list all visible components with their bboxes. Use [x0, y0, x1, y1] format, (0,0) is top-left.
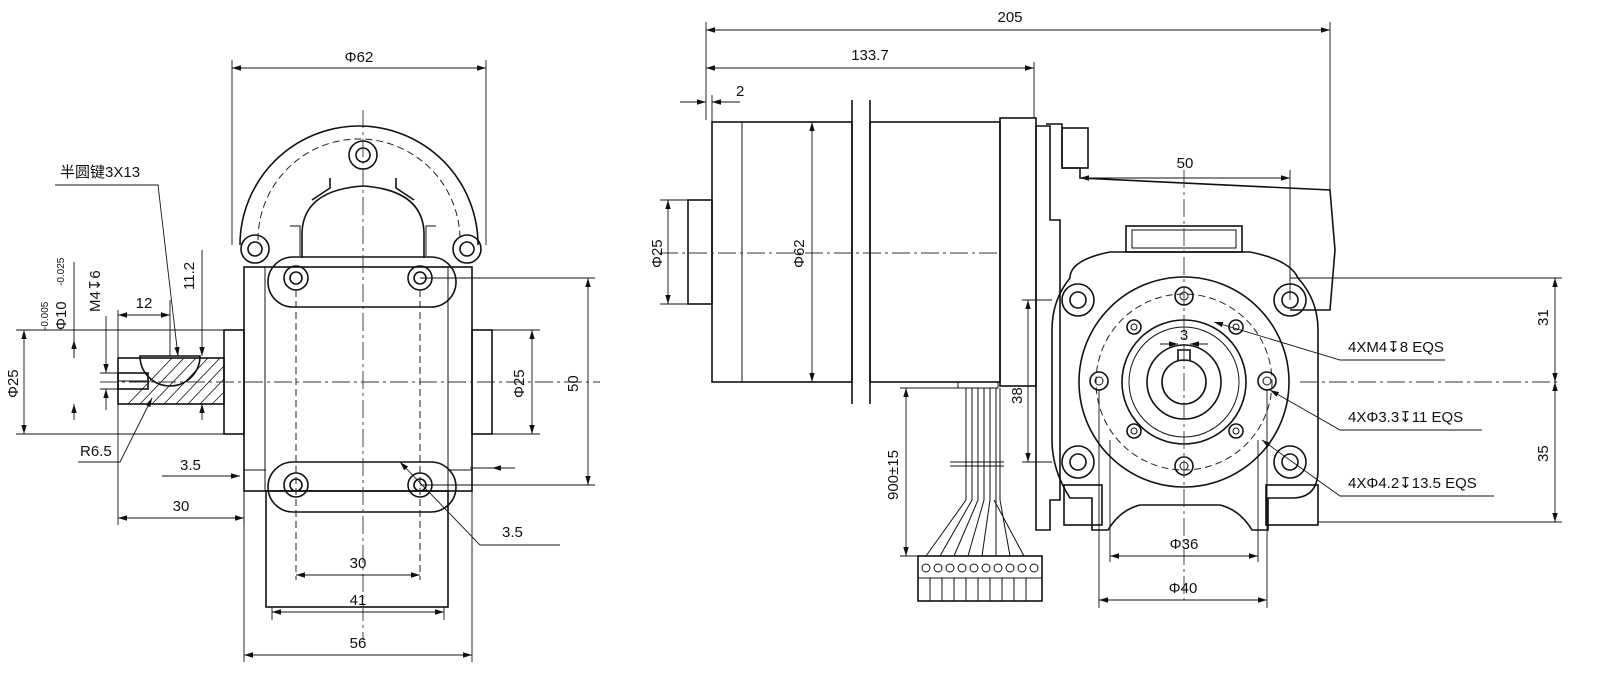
- tol-upper-label: -0.005: [40, 301, 51, 330]
- dim-41: 41: [350, 592, 367, 609]
- dim-50-right: 50: [1177, 155, 1194, 172]
- dim-r6-5: R6.5: [80, 443, 112, 460]
- dim-3-5-b: 3.5: [502, 524, 523, 541]
- dim-11-2: 11.2: [181, 262, 198, 290]
- tol-lower-label: -0.025: [56, 257, 67, 286]
- dim-12: 12: [136, 295, 153, 312]
- dim-38: 38: [1009, 387, 1026, 404]
- dim-50-left: 50: [565, 375, 582, 392]
- dim-30-bottom: 30: [350, 555, 367, 572]
- dim-dia-62-right: Φ62: [791, 239, 808, 268]
- dim-900: 900±15: [885, 450, 902, 500]
- dim-m4: M4↧6: [87, 270, 104, 312]
- callout-3-3: 4XΦ3.3↧11 EQS: [1348, 409, 1463, 426]
- dim-56: 56: [350, 635, 367, 652]
- dim-2: 2: [736, 83, 744, 100]
- dim-dia-40: Φ40: [1169, 580, 1198, 597]
- dim-133-7: 133.7: [851, 47, 889, 64]
- dim-dia-25-left: Φ25: [5, 369, 22, 398]
- dim-3-5-a: 3.5: [180, 457, 201, 474]
- callout-4-2: 4XΦ4.2↧13.5 EQS: [1348, 475, 1477, 492]
- dim-dia-25-right: Φ25: [511, 369, 528, 398]
- dim-31: 31: [1535, 309, 1552, 326]
- left-view-dimensions: Φ62 半圆键3X13 -0.005 Φ10 -0.025 M4↧6 12 11…: [5, 49, 595, 662]
- dim-dia-10: Φ10: [53, 301, 70, 330]
- right-view-dimensions: 205 133.7 2 Φ25 Φ62 50 3 31 35: [649, 9, 1562, 608]
- dim-205: 205: [997, 9, 1022, 26]
- key-note-label: 半圆键3X13: [60, 164, 140, 181]
- dim-35: 35: [1535, 445, 1552, 462]
- dim-3: 3: [1180, 327, 1188, 344]
- dim-dia-36: Φ36: [1170, 536, 1199, 553]
- dim-30-left: 30: [173, 498, 190, 515]
- callout-m4: 4XM4↧8 EQS: [1348, 339, 1444, 356]
- dim-dia-25-right-view: Φ25: [649, 239, 666, 268]
- dim-dia-62-left: Φ62: [345, 49, 374, 66]
